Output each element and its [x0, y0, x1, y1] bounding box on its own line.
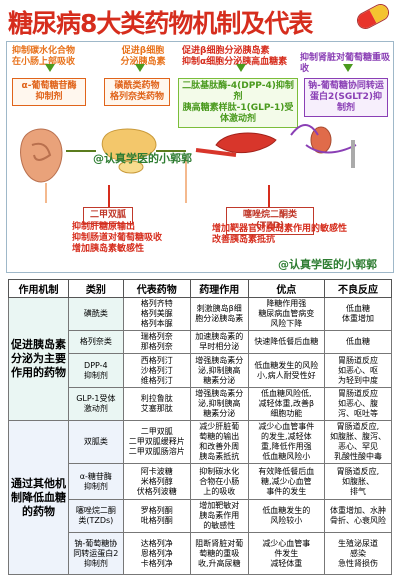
mechanism-group-label: 促进胰岛素分泌为主要作用的药物 — [8, 297, 69, 421]
pill-icon — [353, 1, 393, 32]
category-cell: 双胍类 — [68, 420, 124, 464]
drug-box-alpha-glucosidase: α-葡萄糖苷酶 抑制剂 — [12, 78, 86, 106]
arrow-up-icon — [268, 185, 270, 207]
category-cell: 噻唑烷二酮 类(TZDs) — [68, 499, 124, 533]
mechanism-text-2: 促进β细胞 分泌胰岛素 — [120, 46, 166, 67]
drug-table: 作用机制 类别 代表药物 药理作用 优点 不良反应 促进胰岛素分泌为主要作用的药… — [8, 279, 393, 575]
table-row: DPP-4 抑制剂西格列汀 沙格列汀 维格列汀增强胰岛素分 泌,抑制胰高 糖素分… — [9, 353, 393, 388]
pharmacology-cell: 减少肝脏葡 萄糖的输出 和改善外周 胰岛素抵抗 — [189, 420, 249, 464]
pharmacology-cell: 增加靶敏对 胰岛素作用 的敏感性 — [189, 499, 249, 533]
table-row: 噻唑烷二酮 类(TZDs)罗格列酮 吡格列酮增加靶敏对 胰岛素作用 的敏感性低血… — [9, 499, 393, 533]
mechanism-group-label: 通过其他机制降低血糖的药物 — [8, 420, 69, 575]
watermark: @认真学医的小郭郭 — [93, 152, 192, 165]
category-cell: 钠-葡萄糖协 同转运蛋白2 抑制剂 — [68, 532, 124, 575]
tzd-effects: 增加靶器官对胰岛素作用的敏感性 改善胰岛素抵抗 — [212, 224, 348, 245]
adverse-cell: 低血糖 — [323, 330, 393, 354]
advantages-cell: 有效降低餐后血 糖,减少心血管 事件的发生 — [247, 463, 325, 500]
pharmacology-cell: 阻断肾脏对葡 萄糖的重吸 收,升高尿糖 — [189, 532, 249, 575]
mechanism-text-3: 促进β细胞分泌胰岛素 抑制α细胞分泌胰高血糖素 — [182, 46, 288, 67]
drug-box-sglt2: 钠-葡萄糖协同转运 蛋白2(SGLT2)抑制剂 — [304, 78, 388, 117]
adverse-cell: 胃肠道反应 如恶心、腹 泻、呕吐等 — [323, 387, 393, 421]
header-adverse: 不良反应 — [323, 279, 393, 298]
drug-box-tzd: 噻唑烷二酮类(TZD) — [226, 207, 314, 235]
adverse-cell: 生殖泌尿道 感染 急性肾损伤 — [323, 532, 393, 575]
pharmacology-cell: 增强胰岛素分 泌,抑制胰高 糖素分泌 — [189, 387, 249, 421]
mechanism-diagram — [6, 41, 394, 273]
header-pharmacology: 药理作用 — [189, 279, 249, 298]
header-category: 类别 — [68, 279, 124, 298]
pharmacology-cell: 增强胰岛素分 泌,抑制胰高 糖素分泌 — [189, 353, 249, 388]
table-row: 钠-葡萄糖协 同转运蛋白2 抑制剂达格列净 恩格列净 卡格列净阻断肾脏对葡 萄糖… — [9, 532, 393, 575]
drugs-cell: 二甲双胍 二甲双胍缓释片 二甲双胍肠溶片 — [122, 420, 191, 464]
header-mechanism: 作用机制 — [8, 279, 69, 298]
arrow-down-icon — [45, 64, 55, 72]
watermark: @认真学医的小郭郭 — [278, 258, 377, 271]
drugs-cell: 西格列汀 沙格列汀 维格列汀 — [122, 353, 191, 388]
liver-icon — [215, 132, 277, 154]
mechanism-text-4: 抑制肾脏对葡萄糖重吸收 — [300, 53, 391, 74]
category-cell: 磺酰类 — [68, 297, 124, 331]
drugs-cell: 瑞格列奈 那格列奈 — [122, 330, 191, 354]
biguanide-effects: 抑制肝糖原输出 抑制肠道对葡萄糖吸收 增加胰岛素敏感性 — [72, 222, 163, 254]
drug-box-biguanide: 二甲双胍 — [83, 207, 133, 224]
drugs-cell: 阿卡波糖 米格列醇 伏格列波糖 — [122, 463, 191, 500]
arrow-down-icon — [236, 64, 246, 72]
pharmacology-cell: 抑制碳水化 合物在小肠 上的吸收 — [189, 463, 249, 500]
mechanism-text-1: 抑制碳水化合物 在小肠上部吸收 — [12, 46, 76, 67]
page-title: 糖尿病8大类药物机制及代表 — [8, 9, 313, 38]
pancreas-icon — [101, 128, 157, 161]
table-header-row: 作用机制 类别 代表药物 药理作用 优点 不良反应 — [8, 279, 393, 298]
category-cell: 格列奈类 — [68, 330, 124, 354]
table-row: α-糖苷酶 抑制剂阿卡波糖 米格列醇 伏格列波糖抑制碳水化 合物在小肠 上的吸收… — [9, 463, 393, 500]
table-row: 促进胰岛素分泌为主要作用的药物磺酰类格列齐特 格列美脲 格列本脲刺激胰岛β细 胞… — [8, 297, 393, 421]
advantages-cell: 快速降低餐后血糖 — [247, 330, 325, 354]
drugs-cell: 利拉鲁肽 艾塞那肽 — [122, 387, 191, 421]
advantages-cell: 降糖作用强 糖尿病血管病变 风险下降 — [247, 297, 325, 331]
pharmacology-cell: 刺激胰岛β细 胞分泌胰岛素 — [189, 297, 249, 331]
adverse-cell: 体重增加、水肿 骨折、心衰风险 — [323, 499, 393, 533]
drugs-cell: 罗格列酮 吡格列酮 — [122, 499, 191, 533]
organs-illustration — [20, 124, 357, 203]
advantages-cell: 低血糖风险低, 减轻体重,改善β 细胞功能 — [247, 387, 325, 421]
drugs-cell: 格列齐特 格列美脲 格列本脲 — [122, 297, 191, 331]
adverse-cell: 胃肠道反应 如恶心、呕 为轻到中度 — [323, 353, 393, 388]
drugs-cell: 达格列净 恩格列净 卡格列净 — [122, 532, 191, 575]
category-cell: α-糖苷酶 抑制剂 — [68, 463, 124, 500]
drug-box-sulfonylurea: 磺酰类药物 格列奈类药物 — [104, 78, 170, 106]
arrow-down-icon — [135, 64, 145, 72]
table-row: GLP-1受体 激动剂利拉鲁肽 艾塞那肽增强胰岛素分 泌,抑制胰高 糖素分泌低血… — [9, 387, 393, 421]
category-cell: GLP-1受体 激动剂 — [68, 387, 124, 421]
header-advantages: 优点 — [247, 279, 325, 298]
adverse-cell: 胃肠道反应, 如腹胀、 排气 — [323, 463, 393, 500]
advantages-cell: 低血糖发生的风险 小,病人耐受性好 — [247, 353, 325, 388]
arrow-up-icon — [108, 185, 110, 207]
advantages-cell: 低血糖发生的 风险较小 — [247, 499, 325, 533]
intestine-icon — [20, 128, 63, 183]
category-cell: DPP-4 抑制剂 — [68, 353, 124, 388]
adverse-cell: 低血糖 体重增加 — [323, 297, 393, 331]
table-row: 通过其他机制降低血糖的药物双胍类二甲双胍 二甲双胍缓释片 二甲双胍肠溶片减少肝脏… — [8, 420, 393, 575]
adverse-cell: 胃肠道反应, 如腹胀、腹泻、 恶心、罕见 乳酸性酸中毒 — [323, 420, 393, 464]
drug-box-dpp4-glp1: 二肽基肽酶-4(DPP-4)抑制剂 胰高糖素样肽-1(GLP-1)受体激动剂 — [178, 78, 298, 128]
advantages-cell: 减少心血管事件 的发生,减轻体 重,降低作用强 低血糖风险小 — [247, 420, 325, 464]
pharmacology-cell: 加速胰岛素的 早时相分泌 — [189, 330, 249, 354]
arrow-down-icon — [343, 64, 353, 72]
header-drugs: 代表药物 — [122, 279, 191, 298]
advantages-cell: 减少心血管事 件发生 减轻体重 — [247, 532, 325, 575]
